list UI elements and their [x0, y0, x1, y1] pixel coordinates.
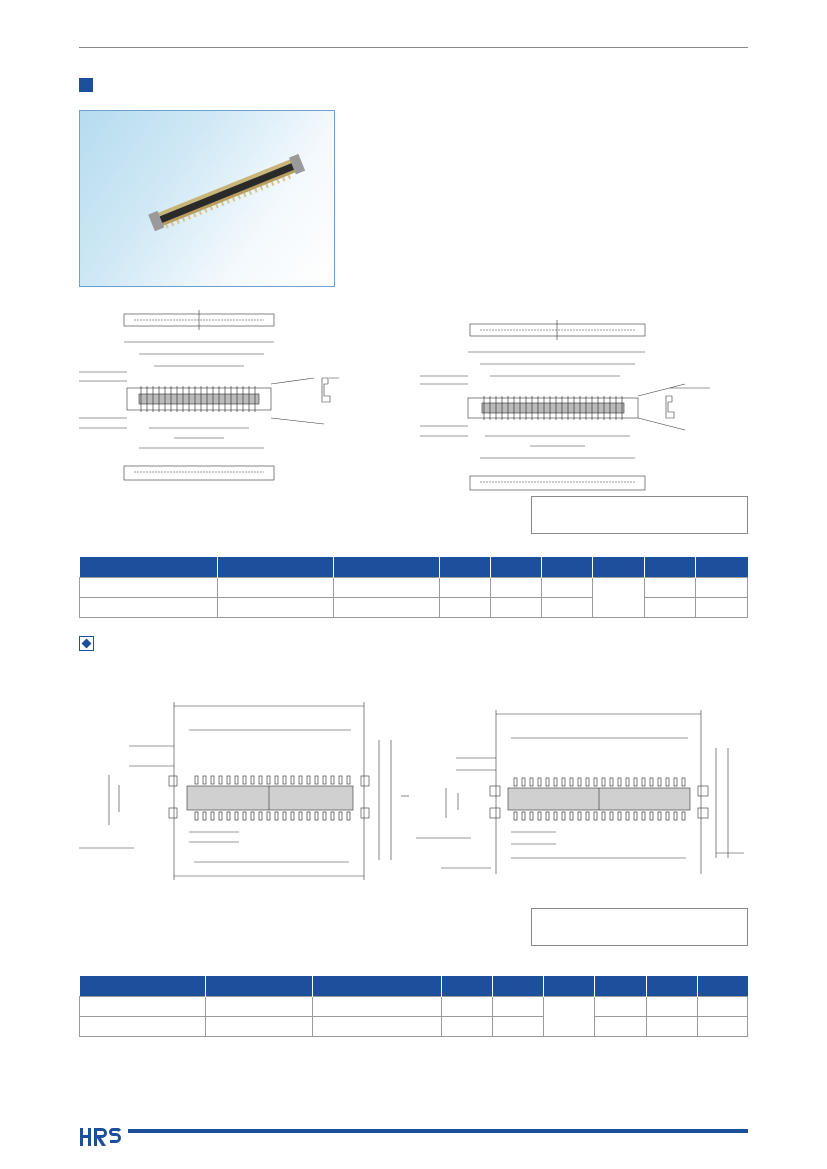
drawing-note-box-2 [531, 908, 748, 946]
table-row [79, 596, 748, 618]
section-square-icon [79, 78, 93, 92]
table-header-row [79, 557, 748, 577]
table-row [79, 1015, 748, 1037]
product-table [79, 557, 748, 618]
drawing-note-box-1 [531, 496, 748, 534]
connector-drawing-left [79, 306, 339, 491]
table-row [79, 995, 748, 1037]
connector-photo-icon [148, 153, 306, 232]
footer-rule [128, 1129, 748, 1133]
table-header-row [79, 976, 748, 996]
pcb-layout-drawing-left [79, 700, 414, 885]
table-row [79, 576, 748, 618]
connector-drawing-right [420, 318, 730, 493]
product-photo [79, 110, 335, 287]
header-rule [79, 47, 748, 48]
hrs-logo-icon [80, 1127, 121, 1146]
brand-logo [79, 1126, 123, 1148]
pcb-layout-drawing-right [416, 708, 746, 878]
section-diamond-icon [79, 636, 94, 651]
pcb-table [79, 976, 748, 1037]
